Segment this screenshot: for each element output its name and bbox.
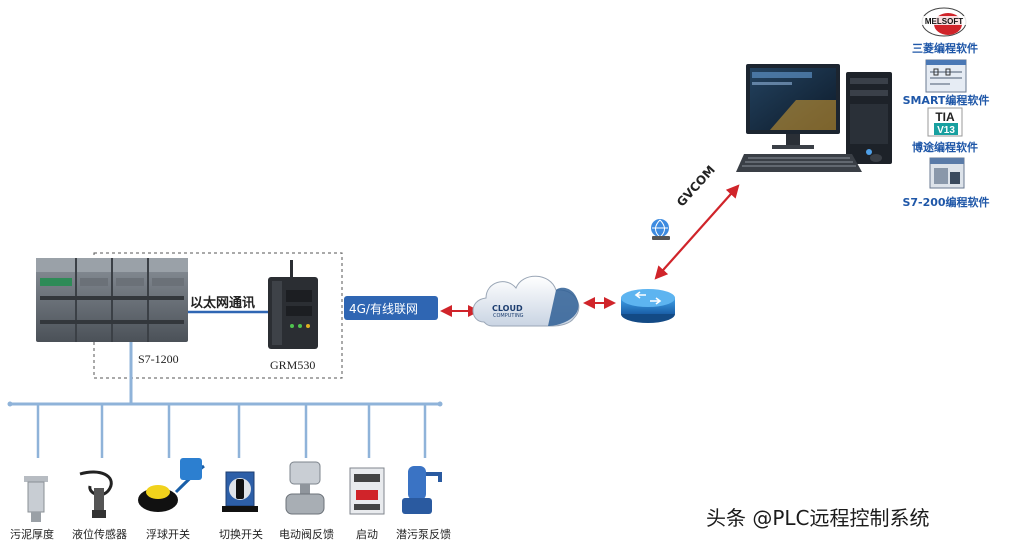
cloud-label-line2: COMPUTING: [493, 313, 524, 319]
device-label-valve: 电动阀反馈: [279, 528, 334, 541]
watermark: 头条 @PLC远程控制系统: [706, 506, 930, 530]
router-icon: [621, 289, 675, 323]
gateway-label: GRM530: [270, 358, 316, 372]
pc-workstation: [736, 64, 892, 172]
software-label-tia: 博途编程软件: [912, 141, 978, 154]
tia-portal-icon: TIA V13: [927, 107, 963, 137]
bus-drops: [36, 404, 427, 458]
network-badge-label: 4G/有线联网: [349, 302, 418, 316]
device-label-level: 液位传感器: [72, 528, 127, 541]
motor-valve-icon: [285, 461, 325, 515]
svg-text:TIA: TIA: [935, 110, 955, 124]
ethernet-label: 以太网通讯: [190, 296, 256, 311]
level-sensor-icon: [79, 470, 113, 518]
plc-label: S7-1200: [138, 352, 179, 366]
contactor-icon: [349, 467, 385, 515]
svg-text:MELSOFT: MELSOFT: [925, 17, 963, 26]
grm530-gateway: [268, 260, 318, 349]
network-badge: [344, 296, 438, 320]
smart-software-icon: [925, 59, 967, 93]
device-label-pump: 潜污泵反馈: [396, 528, 451, 541]
device-label-float: 浮球开关: [146, 528, 190, 541]
device-label-start: 启动: [356, 528, 378, 541]
float-switch-icon: [138, 458, 205, 512]
software-label-s7-200: S7-200编程软件: [902, 196, 990, 209]
cloud-label-line1: CLOUD: [492, 304, 523, 313]
link-router-pc: [654, 184, 740, 280]
software-label-mitsubishi: 三菱编程软件: [912, 42, 978, 55]
submersible-pump-icon: [402, 466, 442, 514]
cloud-computing-icon: [472, 275, 580, 327]
sludge-sensor-icon: [24, 476, 48, 522]
device-label-selector: 切换开关: [219, 528, 263, 541]
selector-switch-icon: [222, 471, 258, 512]
melsoft-logo: MELSOFT: [920, 7, 968, 37]
plc-s7-1200: [36, 258, 188, 342]
software-label-smart: SMART编程软件: [902, 94, 990, 107]
gvcom-globe-icon: [651, 219, 670, 240]
s7-200-software-icon: [929, 157, 965, 189]
device-label-sludge: 污泥厚度: [10, 528, 54, 541]
svg-text:V13: V13: [937, 125, 955, 136]
